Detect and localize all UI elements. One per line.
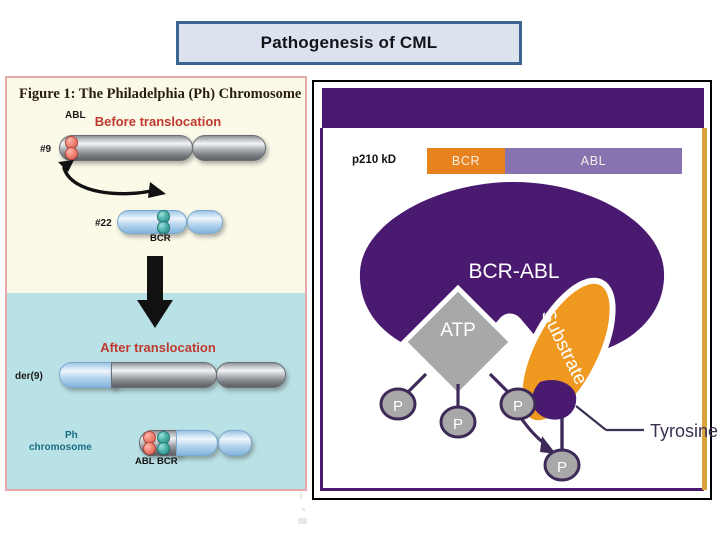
chromosome-22-label: #22	[95, 218, 112, 229]
der9-label: der(9)	[15, 371, 43, 382]
bcr-abl-kinase-figure: p210 kD BCR ABL BCR-ABL ATP	[312, 80, 718, 500]
scan-artifact-2	[302, 508, 305, 511]
ph-chromosome-label-line1: Ph	[65, 430, 78, 441]
phosphate-label-3: P	[513, 398, 523, 415]
phosphate-group-2: P	[439, 405, 477, 439]
ph-abl-bead-bottom	[143, 442, 156, 455]
chromosome-9-label: #9	[40, 144, 52, 155]
figure-header-bar	[322, 88, 704, 128]
tyrosine-residue-pocket	[532, 379, 577, 420]
bcr-bead-bottom	[157, 221, 170, 234]
der9-segment-gray	[111, 362, 217, 388]
chr22-arm-left	[117, 210, 187, 234]
abl-domain-label: ABL	[580, 154, 607, 168]
phosphate-label-2: P	[453, 416, 463, 433]
figure-left-accent-line	[320, 128, 323, 490]
bcr-gene-label-chr22: BCR	[150, 233, 171, 244]
phosphate-group-1: P	[379, 387, 417, 421]
protein-size-label: p210 kD	[352, 154, 397, 166]
abl-gene-label-chr9: ABL	[65, 110, 86, 121]
after-translocation-label: After translocation	[100, 340, 216, 355]
ph-arm-right	[218, 430, 252, 456]
abl-domain-box: ABL	[505, 148, 682, 174]
der9-segment-blue	[59, 362, 117, 388]
phosphate-group-3: P	[499, 387, 537, 421]
tyrosine-leader-line-1	[575, 405, 607, 431]
atp-molecule: ATP	[400, 284, 516, 400]
ph-gene-labels: ABL BCR	[135, 456, 178, 467]
slide-title-box: Pathogenesis of CML	[176, 21, 522, 65]
before-translocation-label: Before translocation	[94, 114, 222, 129]
bcr-domain-label: BCR	[451, 154, 481, 168]
figure-gold-accent-stripe	[702, 128, 707, 490]
figure-caption: Figure 1: The Philadelphia (Ph) Chromoso…	[19, 86, 302, 102]
atp-diamond-shape	[400, 284, 516, 400]
scan-artifact-1	[300, 492, 302, 499]
ph-chromosome-label-line2: chromosome	[29, 442, 92, 453]
chr9-arm-right	[192, 135, 266, 161]
phosphate-label-4: P	[557, 459, 567, 476]
chr9-arm-left	[59, 135, 193, 161]
translocation-arrow-curve	[58, 160, 166, 198]
tyrosine-label: Tyrosine	[650, 421, 718, 441]
ph-segment-blue	[176, 430, 218, 456]
abl-bead-bottom	[65, 147, 78, 160]
phosphate-group-4: P	[543, 448, 581, 482]
bcr-domain-box: BCR	[427, 148, 505, 174]
atp-p3-bond	[488, 372, 512, 396]
scan-artifact-3	[298, 518, 307, 524]
page-title: Pathogenesis of CML	[260, 33, 438, 52]
atp-label: ATP	[440, 320, 476, 341]
translocation-down-arrow	[137, 256, 173, 328]
philadelphia-chromosome-figure: Figure 1: The Philadelphia (Ph) Chromoso…	[5, 76, 307, 491]
kinase-mechanism-drawing: BCR-ABL ATP Substrate	[359, 182, 718, 482]
phosphate-label-1: P	[393, 398, 403, 415]
atp-p1-bond	[404, 372, 428, 396]
figure-bottom-accent-line	[320, 488, 704, 491]
der9-arm-right	[216, 362, 286, 388]
ph-bcr-bead-bottom	[157, 442, 170, 455]
chr22-arm-right	[187, 210, 223, 234]
bcr-abl-blob-label: BCR-ABL	[468, 260, 559, 283]
phosphate-transfer-arrowhead	[540, 436, 556, 454]
